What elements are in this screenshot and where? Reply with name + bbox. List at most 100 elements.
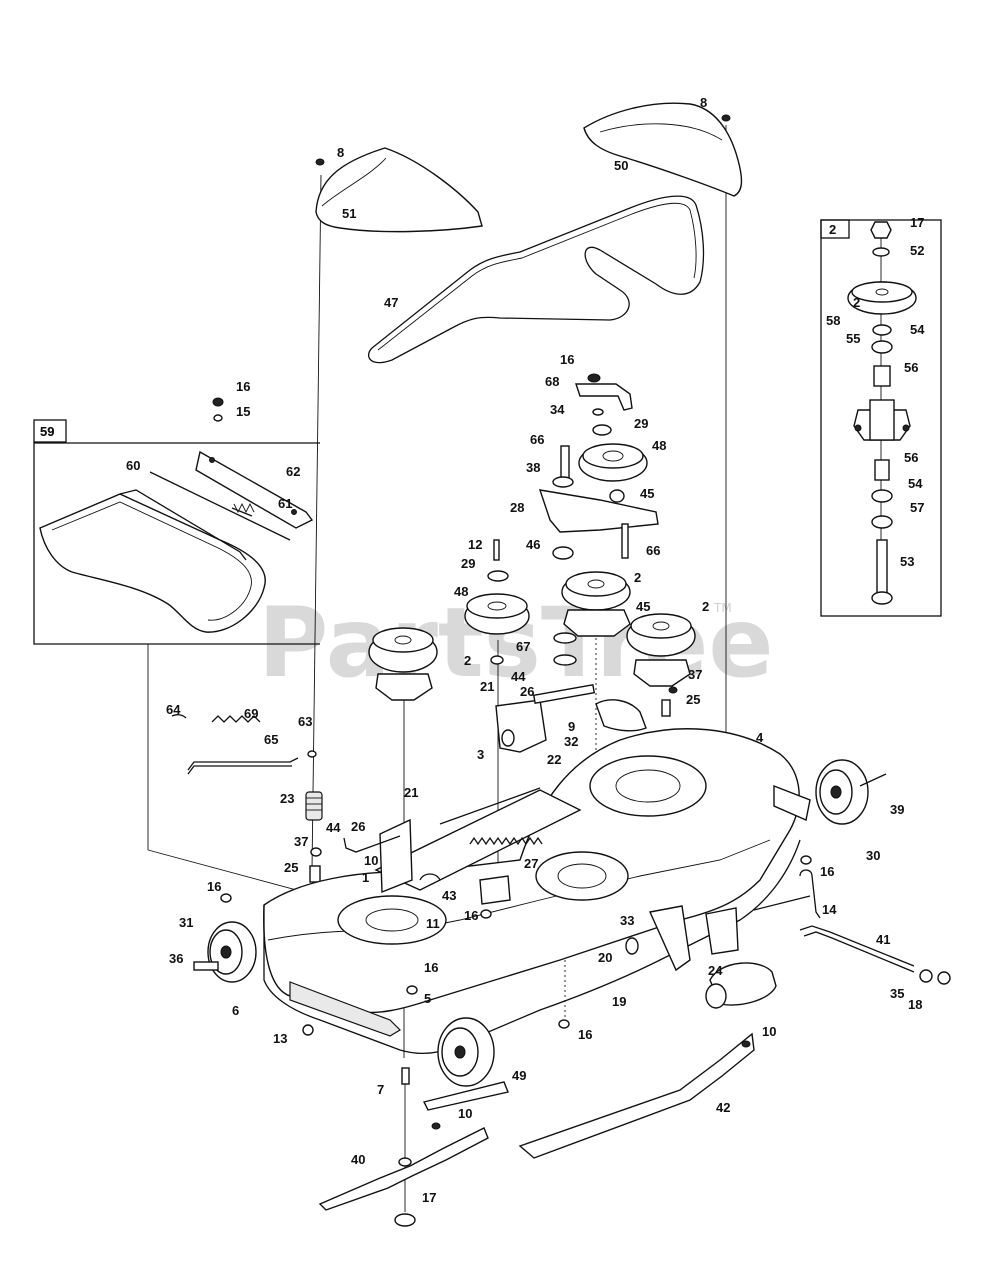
part-callout: 13 [273,1031,287,1046]
part-callout: 21 [404,785,418,800]
part-callout: 21 [480,679,494,694]
part-callout: 7 [377,1082,384,1097]
part-callout: 32 [564,734,578,749]
part-callout: 56 [904,450,918,465]
part-callout: 14 [822,902,837,917]
part-callout: 41 [876,932,890,947]
part-callout: 48 [454,584,468,599]
part-callout: 62 [286,464,300,479]
part-callout: 10 [364,853,378,868]
part-callout: 50 [614,158,628,173]
part-callout: 22 [547,752,561,767]
deck-wheels [193,759,887,1087]
part-callout: 1 [362,870,369,885]
belt-cover-left [315,147,483,233]
deck-belt [368,195,705,364]
part-callout: 10 [762,1024,776,1039]
part-callout: 54 [908,476,923,491]
part-callout: 31 [179,915,193,930]
lift-linkage [171,714,317,775]
part-callout: 18 [908,997,922,1012]
part-callout: 66 [646,543,660,558]
part-callout: 25 [686,692,700,707]
part-callout: 26 [520,684,534,699]
part-callout: 27 [524,856,538,871]
part-callout: 37 [294,834,308,849]
part-callout: 2 [702,599,709,614]
part-callout: 45 [636,599,650,614]
rear-hardware [625,869,951,1009]
part-callout: 37 [688,667,702,682]
part-callout: 8 [700,95,707,110]
part-callout: 54 [910,322,925,337]
part-callout: 11 [426,916,440,931]
part-callout: 15 [236,404,250,419]
part-callout: 6 [232,1003,239,1018]
part-callout: 10 [458,1106,472,1121]
part-callout: 3 [477,747,484,762]
part-callout: 34 [550,402,565,417]
part-callout: 17 [422,1190,436,1205]
part-callout: 57 [910,500,924,515]
part-callout: 29 [461,556,475,571]
deck-pulleys [368,539,696,717]
baffle-inset-label: 59 [40,424,54,439]
part-callout: 52 [910,243,924,258]
spring-stack [305,791,323,883]
part-callout: 60 [126,458,140,473]
part-callout: 16 [207,879,221,894]
part-callout: 20 [598,950,612,965]
part-callout: 38 [526,460,540,475]
part-callout: 16 [424,960,438,975]
part-callout: 25 [284,860,298,875]
part-callout: 68 [545,374,559,389]
baffle-assembly-inset: 59 [33,419,320,645]
part-callout: 67 [516,639,530,654]
part-callout: 17 [910,215,924,230]
part-callout: 35 [890,986,904,1001]
part-callout: 16 [560,352,574,367]
spindle-inset-label: 2 [829,222,836,237]
idler-assembly [538,373,659,560]
part-callout: 66 [530,432,544,447]
part-callout: 47 [384,295,398,310]
part-callout: 16 [464,908,478,923]
part-callout: 46 [526,537,540,552]
part-callout: 2 [464,653,471,668]
part-callout: 30 [866,848,880,863]
spindle-assembly-inset: 2 [820,219,942,617]
part-callout: 51 [342,206,356,221]
part-callout: 56 [904,360,918,375]
part-callout: 8 [337,145,344,160]
part-callout: 16 [578,1027,592,1042]
part-callout: 42 [716,1100,730,1115]
part-callout: 65 [264,732,278,747]
part-callout: 28 [510,500,524,515]
part-callout: 29 [634,416,648,431]
part-callout: 39 [890,802,904,817]
part-callout: 43 [442,888,456,903]
part-callout: 44 [326,820,341,835]
part-callout: 49 [512,1068,526,1083]
part-callout: 69 [244,706,258,721]
part-callout: 63 [298,714,312,729]
belt-cover-right [583,102,743,197]
part-callout: 55 [846,331,860,346]
part-callout: 12 [468,537,482,552]
part-callout: 59 [40,424,54,439]
blades-and-baffles [212,114,812,1227]
part-callout: 5 [424,991,431,1006]
part-callout: 53 [900,554,914,569]
part-callout: 33 [620,913,634,928]
part-callout: 48 [652,438,666,453]
part-callout: 19 [612,994,626,1009]
part-callout: 24 [708,963,723,978]
part-callout: 64 [166,702,181,717]
watermark-trademark: TM [713,601,732,615]
part-callout: 26 [351,819,365,834]
part-callout: 23 [280,791,294,806]
part-callout: 2 [853,295,860,310]
